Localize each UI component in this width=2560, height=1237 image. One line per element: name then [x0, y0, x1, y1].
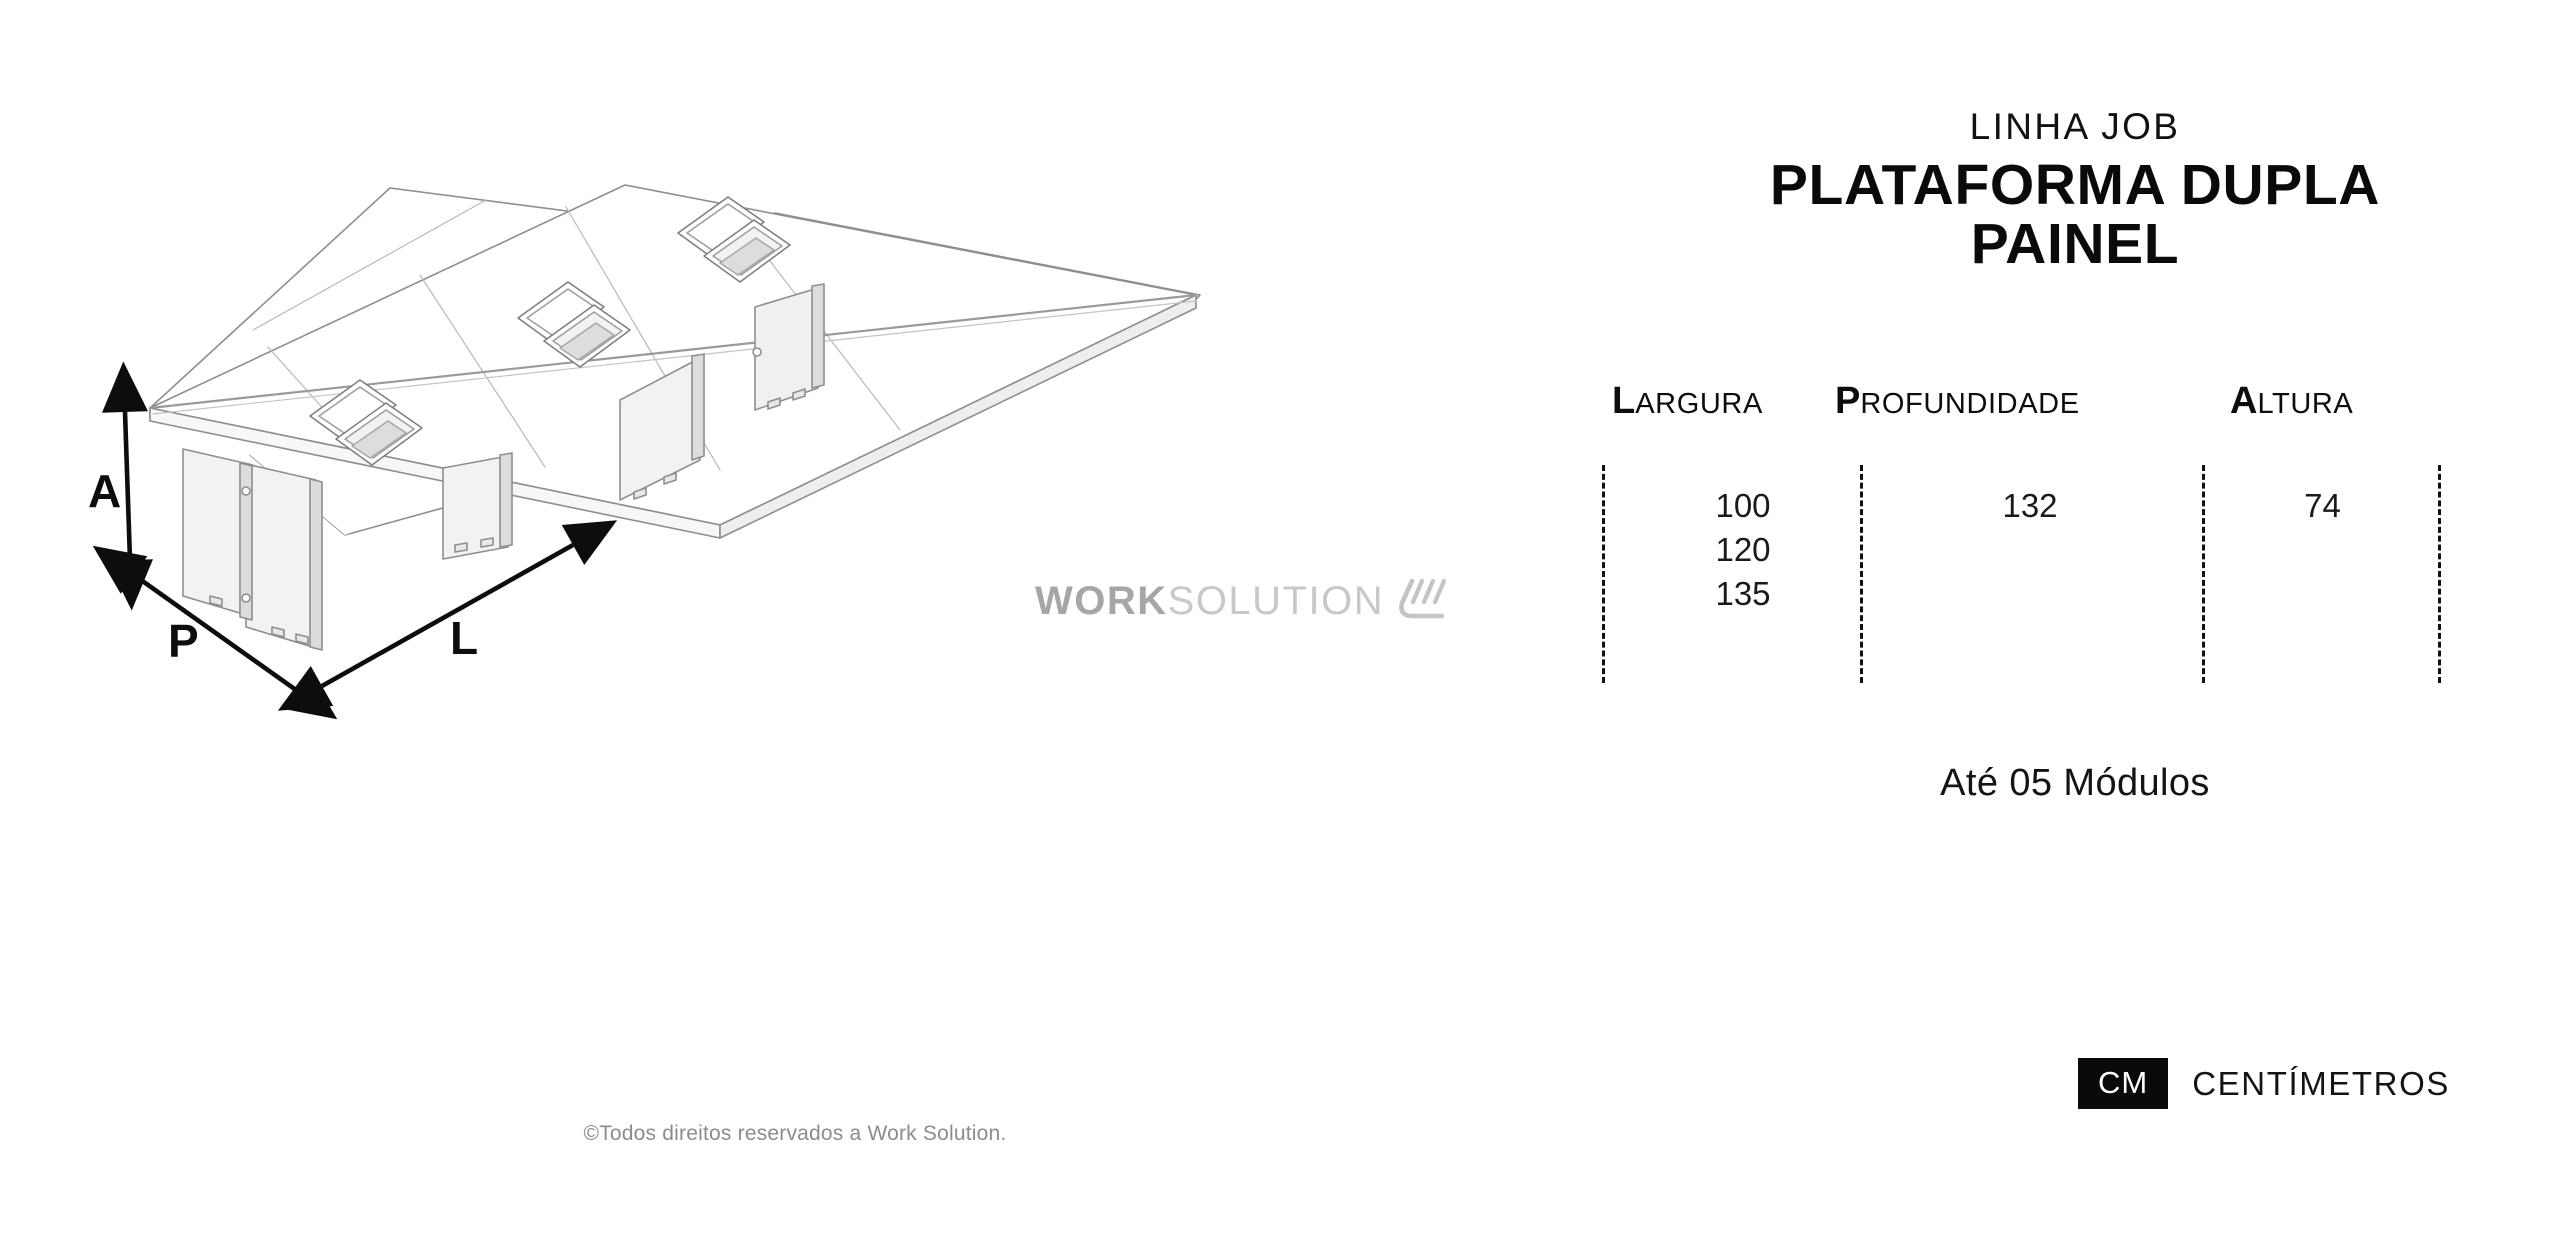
spec-header-altura-capital: A [2230, 380, 2258, 422]
cable-grommet-2 [517, 281, 631, 368]
spec-header-largura-rest: ARGURA [1635, 388, 1763, 420]
title-block: LINHA JOB PLATAFORMA DUPLA PAINEL [1590, 108, 2560, 275]
spec-values-largura: 100 120 135 [1648, 484, 1838, 616]
desk-center-spine [148, 293, 1198, 410]
spec-value-profundidade-1: 132 [2002, 487, 2058, 524]
spec-column-divider-4 [2438, 465, 2441, 683]
cable-grommet-3 [677, 196, 791, 283]
spec-value-largura-3: 135 [1715, 574, 1771, 612]
cable-grommet-1 [309, 379, 423, 466]
spec-column-divider-2 [1860, 465, 1863, 683]
spec-header-profundidade-rest: ROFUNDIDADE [1860, 388, 2080, 420]
spec-value-altura-1: 74 [2304, 487, 2341, 524]
spec-values-profundidade: 132 [1890, 484, 2170, 528]
leg-panel-mid-left [442, 452, 513, 560]
copyright-notice: ©Todos direitos reservados a Work Soluti… [583, 1122, 1007, 1145]
modules-note: Até 05 Módulos [1940, 762, 2210, 804]
dimension-label-height: A [88, 465, 122, 517]
desk-seam-front-4 [759, 247, 901, 431]
spec-value-largura-2: 120 [1715, 530, 1771, 568]
dimension-arrow-depth [92, 545, 338, 720]
illustration-panel: A P L WORK SOLUTION ©Todos direitos rese… [88, 184, 1447, 1145]
product-title-line-2: PAINEL [1970, 212, 2180, 277]
dimension-arrow-width [277, 520, 618, 711]
desk-center-spine-2 [152, 300, 1197, 415]
spec-value-largura-1: 100 [1715, 487, 1771, 524]
page-title: PLATAFORMA DUPLA PAINEL [1590, 153, 2560, 277]
specification-table: LARGURA PROFUNDIDADE ALTURA 100 120 135 … [1590, 372, 2560, 692]
unit-badge: CM CENTÍMETROS [2078, 1058, 2450, 1109]
leg-panel-mid [619, 353, 705, 501]
dimension-label-depth: P [168, 615, 199, 667]
dimension-arrows [92, 361, 618, 720]
spec-column-header-profundidade: PROFUNDIDADE [1835, 382, 2080, 420]
product-isometric-drawing [92, 184, 1201, 720]
unit-badge-label: CENTÍMETROS [2192, 1064, 2450, 1102]
spec-header-altura-rest: LTURA [2257, 388, 2354, 420]
product-line-label: LINHA JOB [1969, 106, 2181, 147]
dimension-label-width: L [450, 612, 479, 664]
leg-panel-left [182, 448, 323, 651]
desk-assembly [148, 184, 1201, 651]
desk-top-front-slab-edge-right [719, 294, 1197, 539]
specification-panel: LINHA JOB PLATAFORMA DUPLA PAINEL LARGUR… [1590, 0, 2560, 1237]
leg-panel-right [752, 283, 825, 411]
spec-column-header-largura: LARGURA [1612, 382, 1763, 420]
spec-column-divider-1 [1602, 465, 1605, 683]
unit-badge-abbreviation: CM [2078, 1058, 2169, 1109]
spec-column-header-altura: ALTURA [2230, 382, 2353, 420]
spec-header-largura-capital: L [1612, 380, 1636, 422]
spec-column-divider-3 [2202, 465, 2205, 683]
desk-seam-back-1 [252, 199, 487, 331]
spec-header-profundidade-capital: P [1835, 380, 1861, 422]
spec-values-altura: 74 [2230, 484, 2415, 528]
product-title-line-1: PLATAFORMA DUPLA [1769, 153, 2381, 217]
dimension-arrow-height [102, 361, 153, 611]
